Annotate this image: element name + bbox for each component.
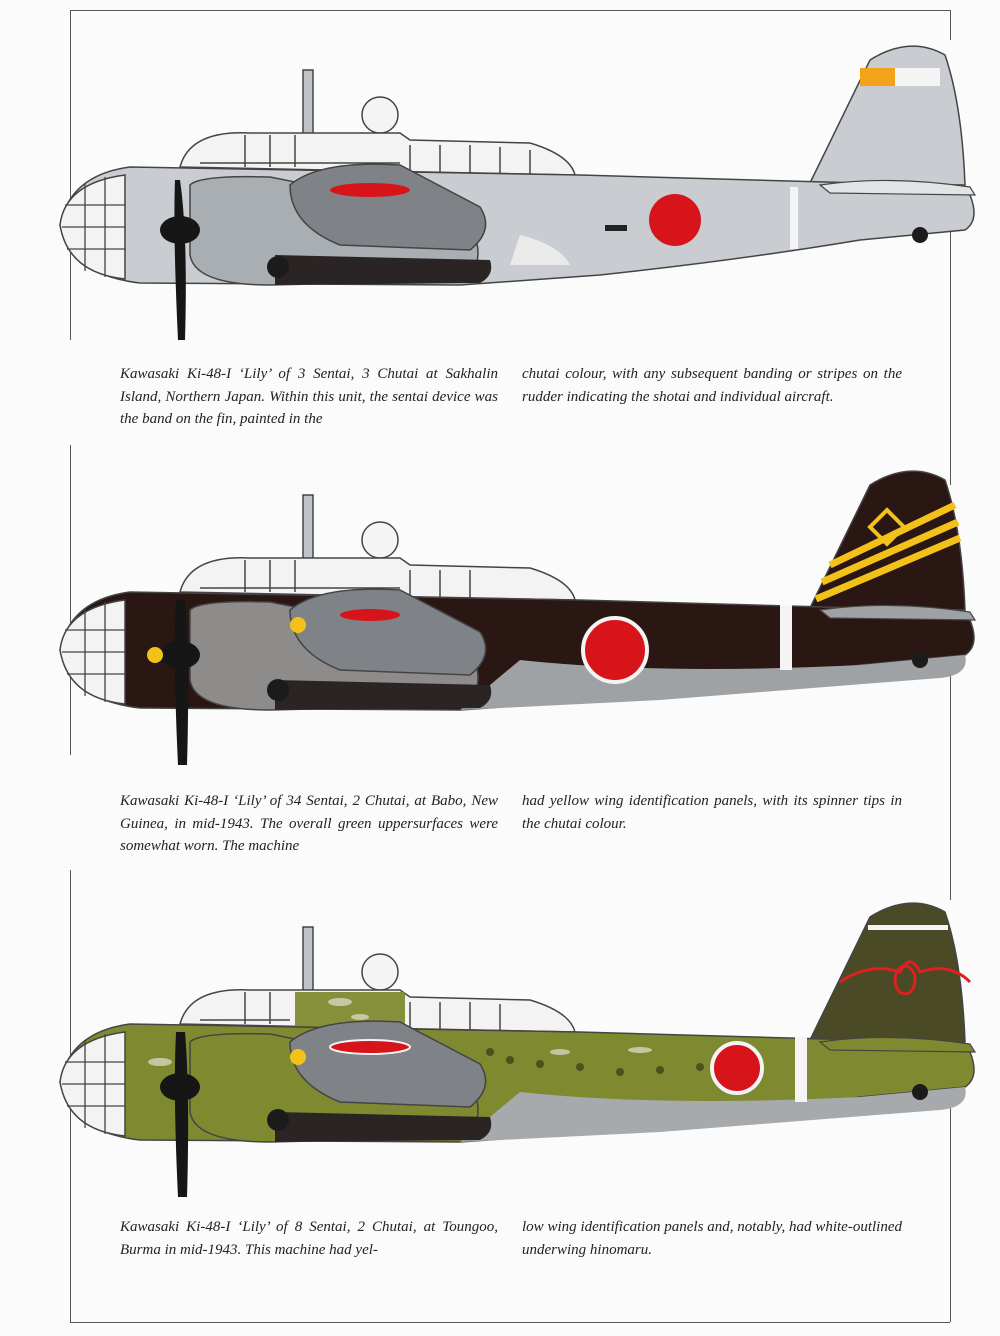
caption-right-1: chutai colour, with any subsequent bandi… [522,366,902,405]
caption-left-3: Kawasaki Ki-48-I ‘Lily’ of 8 Sentai, 2 C… [120,1219,498,1258]
caption-left-1: Kawasaki Ki-48-I ‘Lily’ of 3 Sentai, 3 C… [120,366,498,427]
frame-right-rule-3 [950,670,951,900]
frame-bottom-rule [70,1322,950,1323]
frame-right-rule-4 [950,1100,951,1322]
frame-top-rule [70,10,950,11]
caption-right-3: low wing identification panels and, nota… [522,1219,902,1258]
frame-right-rule-1 [950,10,951,40]
aircraft-profile-2 [59,470,977,765]
frame-left-rule-1 [70,10,71,340]
frame-right-rule-2 [950,230,951,485]
frame-left-rule-2 [70,445,71,755]
caption-left-2: Kawasaki Ki-48-I ‘Lily’ of 34 Sentai, 2 … [120,793,498,854]
caption-right-2: had yellow wing identification panels, w… [522,793,902,832]
aircraft-profile-3 [59,902,977,1197]
aircraft-profile-1 [59,45,977,340]
